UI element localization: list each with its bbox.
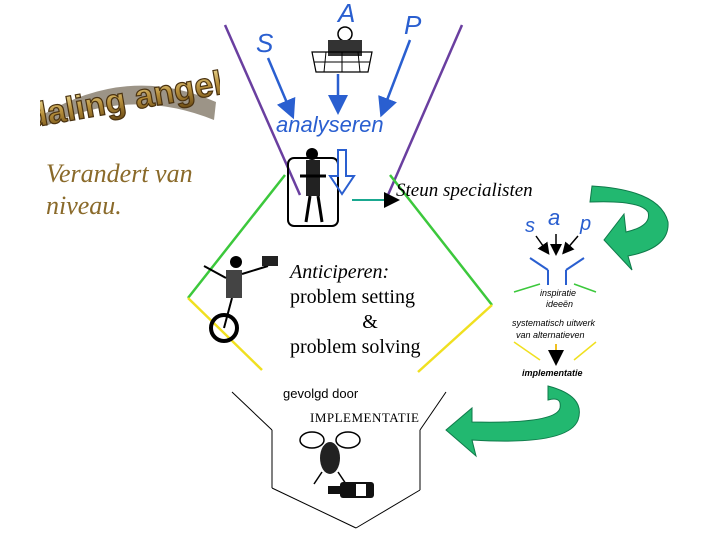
engineer-clipart [312,27,372,72]
bottom-funnel-right-top [420,392,446,430]
mini-diagram: s a p inspiratie ideeën systematisch uit… [512,205,596,378]
diamond-left-lower [188,298,262,370]
down-arrow-icon [330,150,354,194]
mini-letter-a: a [548,205,560,230]
problem-solving-label: problem solving [290,335,450,360]
mini-inspiratie: inspiratie [540,288,576,298]
letter-s: S [256,28,274,58]
mini-systematisch: systematisch uitwerk [512,318,596,328]
ampersand-label: & [290,310,450,335]
bottle-clipart [328,482,374,498]
mini-letter-s: s [525,215,535,237]
arrow-s [268,58,290,110]
mini-van-alt: van alternatieven [516,330,585,340]
curved-arrow-top [590,186,668,270]
funnel-right-line [388,25,462,195]
gevolgd-door-label: gevolgd door [283,386,358,401]
unicyclist-clipart [204,256,278,341]
bottom-funnel-left-top [232,392,272,430]
mini-ideeen: ideeën [546,299,573,309]
letter-a: A [336,0,355,28]
arrow-p [384,40,410,108]
bee-clipart [300,432,360,484]
letter-p: P [404,10,422,40]
analyseren-label: analyseren [276,112,384,137]
problem-setting-label: problem setting [290,285,450,310]
implementatie-label: IMPLEMENTATIE [310,410,419,426]
mini-letter-p: p [579,213,591,235]
middle-text: Anticiperen: problem setting & problem s… [290,260,450,360]
anticiperen-label: Anticiperen: [290,260,450,285]
curved-arrow-bottom [446,386,579,456]
mini-implementatie: implementatie [522,368,583,378]
steun-label: Steun specialisten [396,180,533,202]
